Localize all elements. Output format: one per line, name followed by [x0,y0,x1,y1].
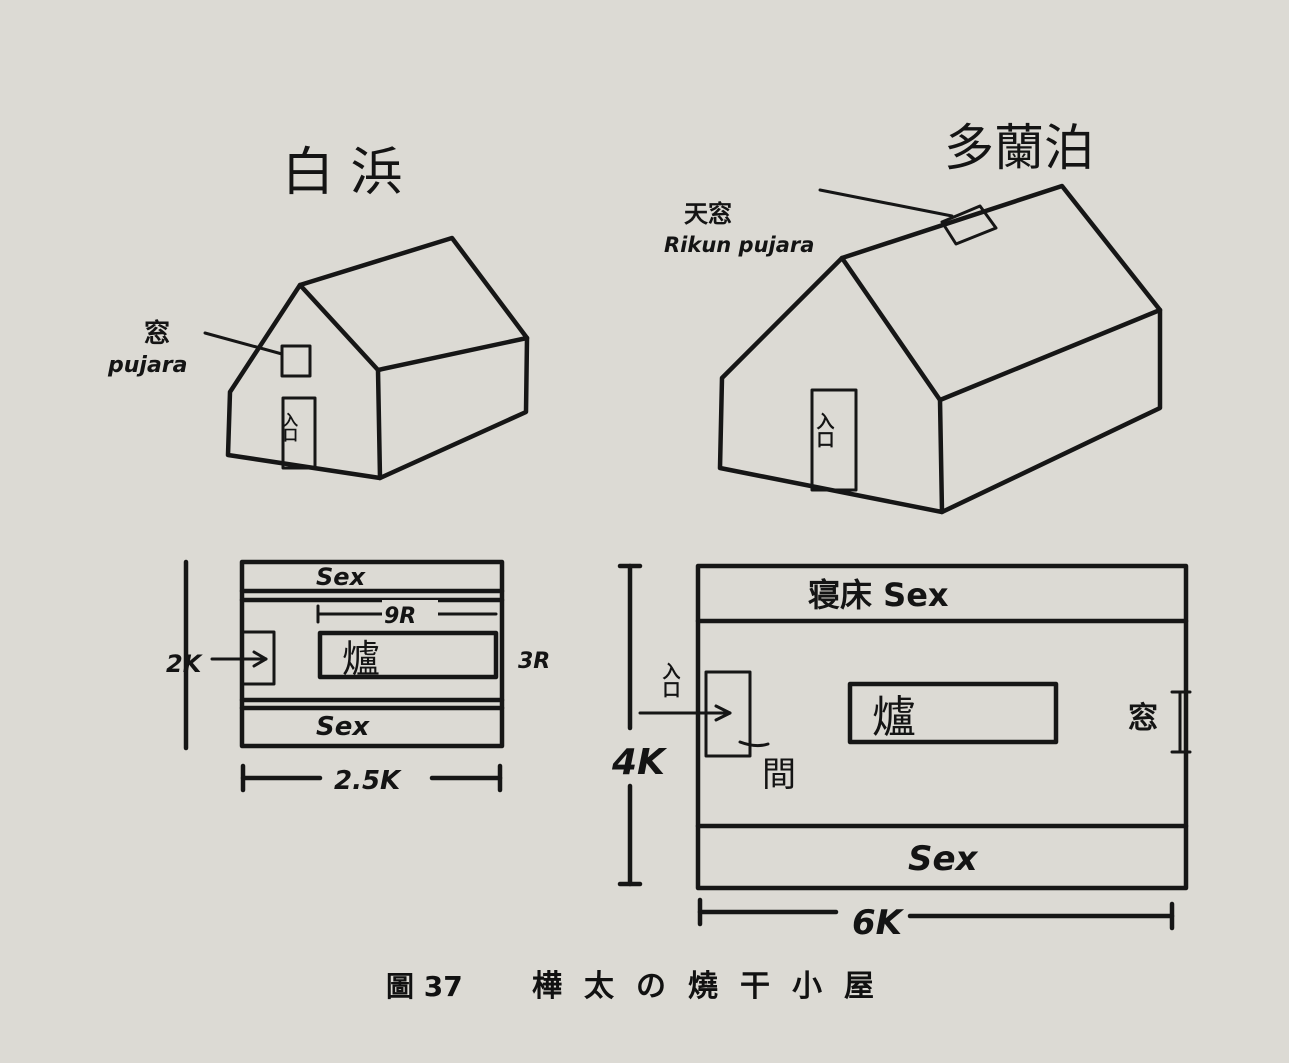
left-floor-plan: Sex Sex 9R 爐 2K 3R 2.5K [166,559,550,796]
right-partition-leader [738,740,770,748]
left-window-label: 窓 [144,318,170,349]
left-plan-bottom-bench: Sex [316,712,370,742]
right-hearth-label: 爐 [872,692,916,743]
right-house-side-wall [939,307,1163,515]
left-window-ainu: pujara [107,353,188,378]
right-plan-width: 6K [852,903,905,943]
left-window-leader [203,331,284,356]
right-partition-label: 間 [762,755,796,795]
right-plan-top-bench: 寝床 Sex [808,576,949,614]
right-door [810,388,858,492]
left-door-label: 入口 [281,412,299,442]
right-skylight-leader [818,188,954,218]
right-skylight-ainu: Rikun pujara [664,233,814,257]
right-window-label: 窓 [1128,701,1158,736]
right-house-roof [839,183,1163,403]
left-section: 白 浜 入口 窓 pujara Sex Sex [107,143,550,796]
right-floor-plan: 寝床 Sex Sex 爐 入口 間 窓 4K [611,563,1192,943]
left-hearth-label: 爐 [342,637,380,681]
caption-figure-number: 圖 37 [386,970,463,1003]
right-place-name: 多蘭泊 [944,119,1094,177]
right-skylight-label: 天窓 [684,200,732,228]
right-plan-bottom-bench: Sex [908,839,979,879]
left-window [280,344,312,378]
left-hearth-length-gap [382,600,438,626]
right-house-drawing: 天窓 Rikun pujara 入口 [664,183,1163,515]
right-house-gable [717,255,945,515]
right-door-label: 入口 [814,412,835,448]
left-depth-arrowhead [252,650,268,668]
right-hearth [847,681,1059,745]
left-place-name: 白 浜 [282,143,403,203]
right-plan-outline [695,563,1189,891]
right-section: 多蘭泊 天窓 Rikun pujara 入口 寝床 Sex Sex [611,119,1192,943]
right-entry-arrowhead [714,704,732,722]
left-hearth [317,630,499,680]
left-hearth-width: 3R [518,649,550,674]
figure-caption: 圖 37 樺太の燒干小屋 [386,969,896,1004]
left-house-drawing: 入口 窓 pujara [107,235,530,481]
left-house-roof [297,235,530,373]
left-door [281,396,317,470]
right-plan-depth: 4K [611,742,668,783]
left-house-gable [225,282,383,481]
caption-title: 樺太の燒干小屋 [532,969,896,1004]
left-hearth-length: 9R [384,604,416,629]
right-skylight [940,204,998,246]
right-plan-door-label: 入口 [660,662,681,698]
left-plan-width: 2.5K [334,766,402,796]
left-house-side-wall [377,335,530,481]
left-plan-top-bench: Sex [316,563,367,591]
